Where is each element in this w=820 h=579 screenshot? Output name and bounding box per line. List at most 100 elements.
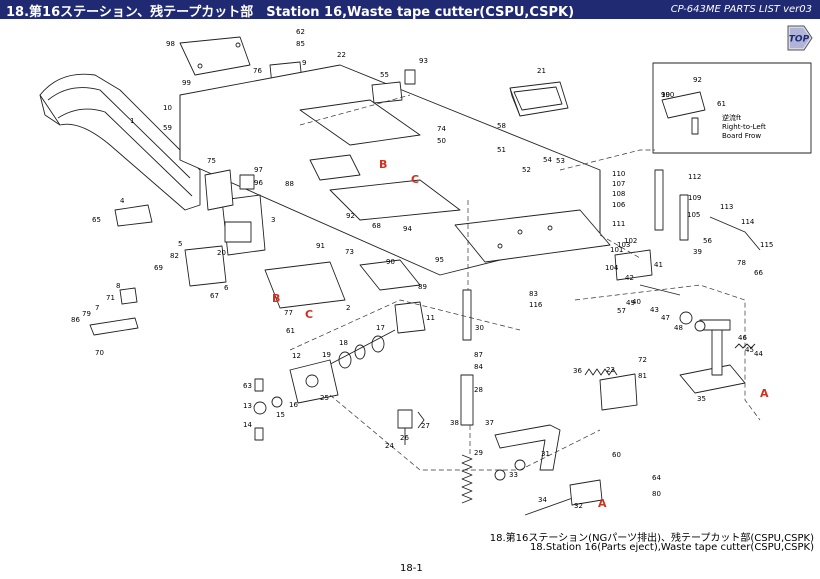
part-label: 68 (372, 222, 381, 230)
part-label: 108 (612, 190, 625, 198)
inset-part-label: 92 (693, 76, 702, 84)
part-label: 101 (610, 246, 623, 254)
inset-labels: 92 99 61 逆流ft Right-to-Left Board Frow (661, 76, 766, 140)
part-label: 53 (556, 157, 565, 165)
part-label: 34 (538, 496, 547, 504)
part-label: 28 (474, 386, 483, 394)
part-label: 20 (217, 249, 226, 257)
part-roller-shaft (299, 329, 396, 381)
part-label: 95 (435, 256, 444, 264)
part-label: 100 (661, 91, 674, 99)
part-label: 91 (316, 242, 325, 250)
part-label: 51 (497, 146, 506, 154)
part-label: 15 (276, 411, 285, 419)
part-label: 43 (650, 306, 659, 314)
part-label: 105 (687, 211, 700, 219)
part-block-3 (204, 169, 266, 256)
part-label: 78 (737, 259, 746, 267)
part-label: 42 (625, 274, 634, 282)
part-label: 77 (284, 309, 293, 317)
part-label: 87 (474, 351, 483, 359)
part-label: 10 (163, 104, 172, 112)
part-slide-plate (454, 209, 611, 263)
part-label: 19 (322, 351, 331, 359)
part-label: 93 (419, 57, 428, 65)
top-button[interactable]: TOP (786, 24, 814, 52)
exploded-parts-diagram: 1 2 3 4 5 6 7 8 9 10 11 12 13 14 15 16 1… (39, 28, 812, 516)
part-label: 7 (95, 304, 99, 312)
part-label: 92 (346, 212, 355, 220)
part-plate-97 (179, 36, 251, 76)
part-label: 6 (224, 284, 229, 292)
part-label: 16 (289, 401, 298, 409)
part-label: 94 (403, 225, 412, 233)
part-label: 97 (254, 166, 263, 174)
part-label: 115 (760, 241, 773, 249)
part-label: 23 (606, 366, 615, 374)
part-label: 32 (574, 502, 583, 510)
part-label: 74 (437, 125, 446, 133)
part-label: 4 (120, 197, 125, 205)
part-label: 86 (71, 316, 80, 324)
part-label: 73 (345, 248, 354, 256)
part-number-labels: 1 2 3 4 5 6 7 8 9 10 11 12 13 14 15 16 1… (71, 28, 773, 510)
part-label: 39 (693, 248, 702, 256)
arrow-right-icon (787, 25, 813, 51)
part-label: 102 (624, 237, 637, 245)
part-label: 72 (638, 356, 647, 364)
part-label: 41 (654, 261, 663, 269)
part-guide-88 (359, 259, 421, 291)
part-right-mechanism (614, 169, 761, 332)
part-label: 82 (170, 252, 179, 260)
part-label: 35 (697, 395, 706, 403)
part-label: 31 (541, 450, 550, 458)
section-marker-a: A (598, 497, 607, 510)
part-label: 56 (703, 237, 712, 245)
part-label: 5 (178, 240, 182, 248)
part-bracket-23 (599, 373, 638, 411)
part-label: 33 (509, 471, 518, 479)
part-lever-31 (494, 424, 561, 481)
part-base-35 (679, 319, 746, 394)
part-label: 37 (485, 419, 494, 427)
part-label: 13 (243, 402, 252, 410)
inset-box (652, 62, 812, 154)
part-label: 22 (337, 51, 346, 59)
part-small-hardware (253, 378, 283, 441)
inset-part-label: 61 (717, 100, 726, 108)
part-label: 12 (292, 352, 301, 360)
page-title: 18.第16ステーション、残テープカット部 Station 16,Waste t… (6, 5, 575, 20)
top-button-label: TOP (789, 35, 810, 45)
part-label: 36 (573, 367, 582, 375)
part-label: 54 (543, 156, 552, 164)
part-label: 45 (745, 346, 754, 354)
part-arm-12 (289, 359, 339, 404)
part-label: 66 (754, 269, 763, 277)
part-bracket-4 (114, 204, 153, 227)
part-label: 103 (617, 241, 630, 249)
part-label: 90 (386, 258, 395, 266)
part-label: 106 (612, 201, 626, 209)
section-marker-c: C (411, 173, 419, 186)
part-label: 14 (243, 421, 252, 429)
part-label: 116 (529, 301, 543, 309)
manual-reference: CP-643ME PARTS LIST ver03 (670, 4, 812, 15)
part-label: 46 (738, 334, 747, 342)
inset-note: Right-to-Left (722, 123, 766, 131)
part-label: 99 (182, 79, 191, 87)
part-label: 2 (346, 304, 350, 312)
inset-note: 逆流ft (722, 113, 741, 122)
part-label: 8 (116, 282, 120, 290)
header-bar: 18.第16ステーション、残テープカット部 Station 16,Waste t… (0, 0, 820, 20)
part-label: 3 (271, 216, 275, 224)
part-label: 48 (674, 324, 683, 332)
part-label: 69 (154, 264, 163, 272)
footer-caption-jp: 18.第16ステーション(NGパーツ排出)、残テープカット部(CSPU,CSPK… (489, 533, 814, 544)
inset-part-label: 99 (661, 91, 670, 99)
part-label: 25 (320, 394, 329, 402)
dashed-leaders (289, 94, 761, 471)
part-label: 59 (163, 124, 172, 132)
part-bracket-2 (264, 261, 346, 309)
part-label: 21 (537, 67, 546, 75)
part-label: 27 (421, 422, 430, 430)
